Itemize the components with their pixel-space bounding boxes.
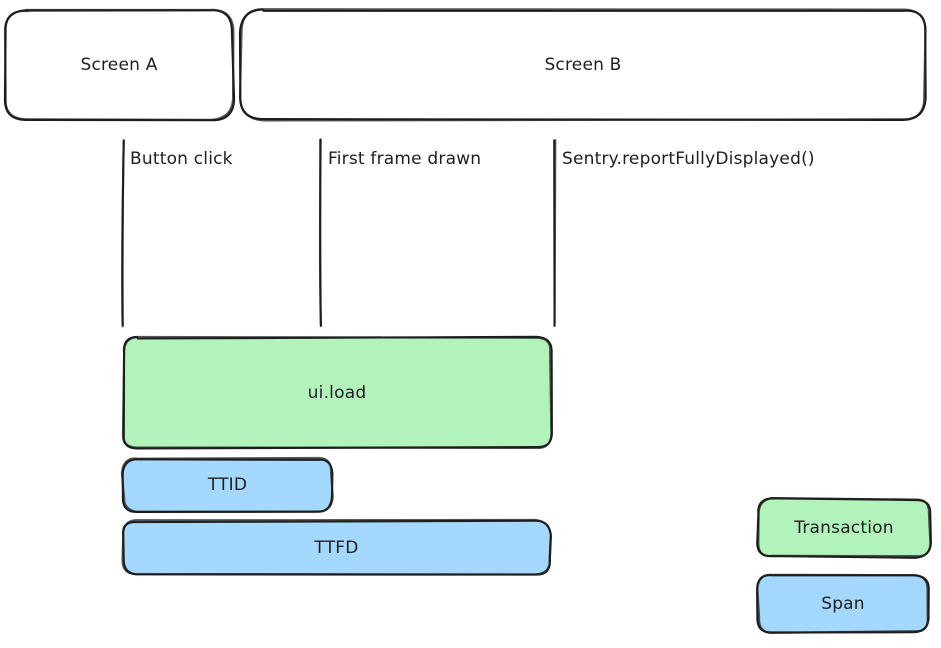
timeline-bar-label-1: ui.load [307,383,367,403]
timeline-bar-label-3: TTFD [314,537,359,558]
marker-label-1: Button click [130,149,233,169]
timeline-bar-ttid[interactable] [120,456,334,513]
legend-swatch-transaction [756,497,932,559]
marker-label-2: First frame drawn [328,149,482,169]
timeline-bar-label-2: TTID [207,475,248,495]
marker-line-1 [121,139,125,328]
legend-label-transaction: Transaction [794,518,894,538]
legend-label-span: Span [821,593,865,614]
screen-box-1 [3,8,236,122]
marker-label-3: Sentry.reportFullyDisplayed() [562,149,815,169]
marker-line-2 [318,138,322,328]
marker-line-3 [553,139,557,328]
screen-box-2 [238,8,927,122]
timeline-bar-ui-load[interactable] [121,335,553,450]
legend-swatch-span [756,573,930,634]
screen-label-1: Screen A [80,55,158,75]
timeline-bar-ttfd[interactable] [121,518,552,576]
screen-label-2: Screen B [544,55,622,75]
